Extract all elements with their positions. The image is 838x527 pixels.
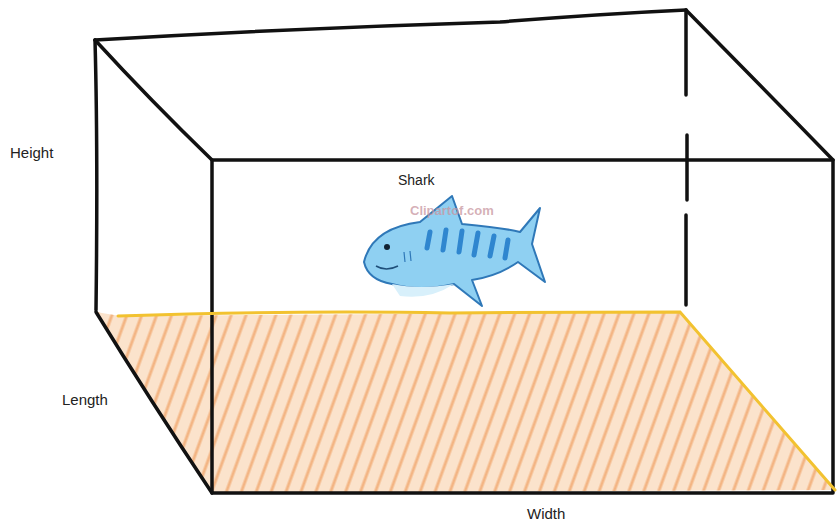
sand-fill <box>96 312 835 493</box>
shark-illustration <box>364 196 545 306</box>
back-left-edge <box>95 40 97 310</box>
top-left-depth-edge <box>95 40 212 160</box>
back-top-edge <box>95 10 686 40</box>
watermark: Clipartof.com <box>410 203 494 219</box>
front-face <box>212 160 833 493</box>
top-right-depth-edge <box>686 10 833 160</box>
dimension-label: Width <box>527 505 565 523</box>
sand-hatching <box>96 312 835 493</box>
bottom-left-depth-edge <box>96 312 212 493</box>
dimension-label: Length <box>62 391 108 409</box>
back-right-edge <box>686 10 687 305</box>
dimension-label: Height <box>10 144 53 162</box>
sand-surface <box>118 312 835 490</box>
dimension-label: Shark <box>398 172 435 189</box>
